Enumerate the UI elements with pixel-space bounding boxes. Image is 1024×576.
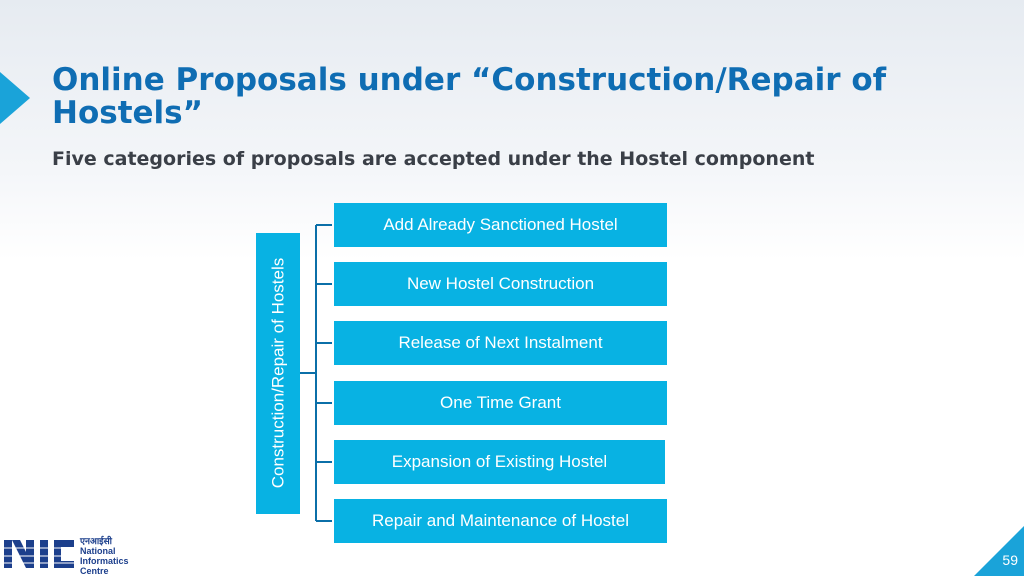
category-new-hostel-construction: New Hostel Construction (334, 262, 667, 306)
category-repair-and-maintenance-of-hostel: Repair and Maintenance of Hostel (334, 499, 667, 543)
root-node-label: Construction/Repair of Hostels (268, 257, 288, 489)
category-expansion-of-existing-hostel: Expansion of Existing Hostel (334, 440, 665, 484)
decorative-arrow (0, 72, 30, 124)
category-release-of-next-instalment: Release of Next Instalment (334, 321, 667, 365)
category-one-time-grant: One Time Grant (334, 381, 667, 425)
nic-logo-text: एनआईसी National Informatics Centre (80, 536, 129, 576)
page-number: 59 (1002, 552, 1018, 568)
root-node (256, 233, 300, 514)
nic-logo-icon (4, 540, 76, 568)
logo-line1: National (80, 546, 116, 556)
page-corner-decoration (974, 526, 1024, 576)
slide-subtitle: Five categories of proposals are accepte… (52, 148, 815, 170)
logo-hindi: एनआईसी (80, 536, 113, 546)
logo-line2: Informatics (80, 556, 129, 566)
logo-line3: Centre (80, 566, 109, 576)
slide-title: Online Proposals under “Construction/Rep… (52, 62, 887, 131)
tree-connector (300, 224, 332, 522)
category-add-already-sanctioned-hostel: Add Already Sanctioned Hostel (334, 203, 667, 247)
